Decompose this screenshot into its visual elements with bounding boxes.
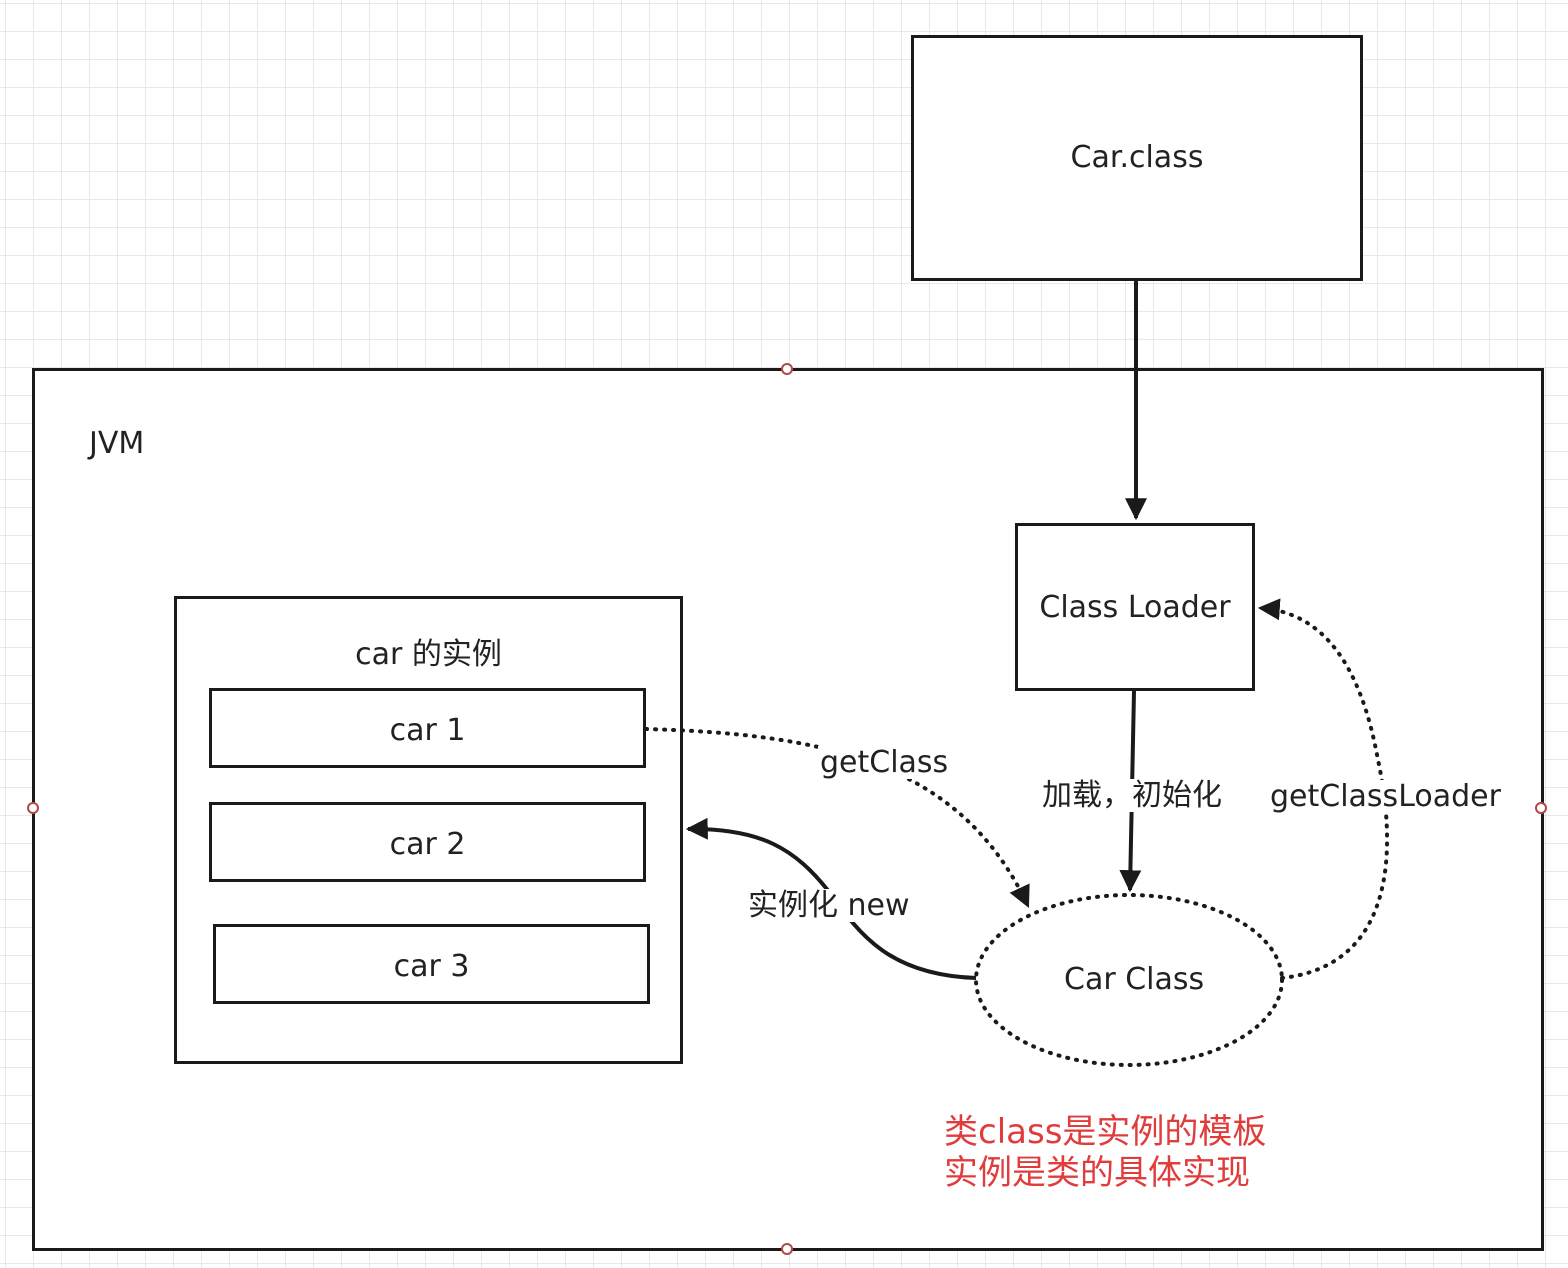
resize-handle-top[interactable]	[781, 363, 793, 375]
resize-handle-left[interactable]	[27, 802, 39, 814]
class-loader-box[interactable]: Class Loader	[1015, 523, 1255, 691]
car2-label: car 2	[389, 827, 466, 862]
note-line-2: 实例是类的具体实现	[944, 1153, 1250, 1194]
car-class-label: Car Class	[1064, 962, 1205, 997]
car1-label: car 1	[389, 713, 466, 748]
car-class-file-box[interactable]: Car.class	[911, 35, 1363, 281]
get-class-label: getClass	[818, 745, 951, 780]
resize-handle-right[interactable]	[1535, 802, 1547, 814]
jvm-label: JVM	[89, 426, 145, 461]
get-class-loader-label: getClassLoader	[1268, 779, 1503, 814]
car2-box[interactable]: car 2	[209, 802, 646, 882]
note-line-1: 类class是实例的模板	[944, 1112, 1267, 1152]
car3-box[interactable]: car 3	[213, 924, 650, 1004]
class-loader-label: Class Loader	[1039, 590, 1231, 625]
car3-label: car 3	[393, 949, 470, 984]
instantiate-label: 实例化 new	[746, 888, 912, 923]
note-text: 类class是实例的模板 实例是类的具体实现	[944, 1112, 1266, 1195]
resize-handle-bottom[interactable]	[781, 1243, 793, 1255]
instances-group-label: car 的实例	[355, 637, 502, 672]
load-init-label: 加载，初始化	[1040, 778, 1224, 813]
car-class-file-label: Car.class	[1070, 140, 1204, 175]
car1-box[interactable]: car 1	[209, 688, 646, 768]
